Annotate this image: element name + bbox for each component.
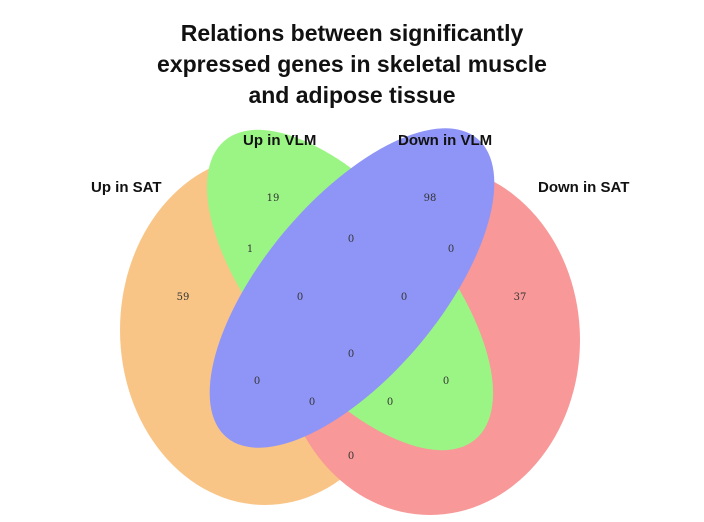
diagram-title: Relations between significantly expresse…: [0, 18, 704, 111]
count-up-vlm-down-vlm-down-sat: 0: [401, 292, 407, 303]
count-up-vlm-down-sat: 0: [443, 376, 449, 387]
count-up-vlm-down-vlm: 0: [348, 234, 354, 245]
count-up-sat-only: 59: [177, 292, 190, 303]
count-up-sat-up-vlm-down-sat: 0: [387, 397, 393, 408]
count-down-vlm-only: 98: [424, 193, 437, 204]
count-up-sat-down-vlm-down-sat: 0: [309, 397, 315, 408]
title-line-2: expressed genes in skeletal muscle: [157, 51, 547, 77]
count-down-vlm-down-sat: 0: [448, 244, 454, 255]
set-label-up-in-sat: Up in SAT: [91, 179, 162, 196]
count-up-vlm-only: 19: [267, 193, 280, 204]
count-up-sat-down-vlm: 0: [254, 376, 260, 387]
title-line-1: Relations between significantly: [180, 20, 524, 46]
title-line-3: and adipose tissue: [248, 82, 456, 108]
count-up-sat-up-vlm: 1: [247, 244, 253, 255]
count-all-four: 0: [348, 349, 354, 360]
set-label-up-in-vlm: Up in VLM: [243, 132, 317, 149]
count-down-sat-only: 37: [514, 292, 527, 303]
set-label-down-in-vlm: Down in VLM: [398, 132, 493, 149]
count-up-sat-down-sat: 0: [348, 451, 354, 462]
count-up-sat-up-vlm-down-vlm: 0: [297, 292, 303, 303]
set-label-down-in-sat: Down in SAT: [538, 179, 630, 196]
set-ellipse-down-in-vlm: [209, 128, 495, 448]
